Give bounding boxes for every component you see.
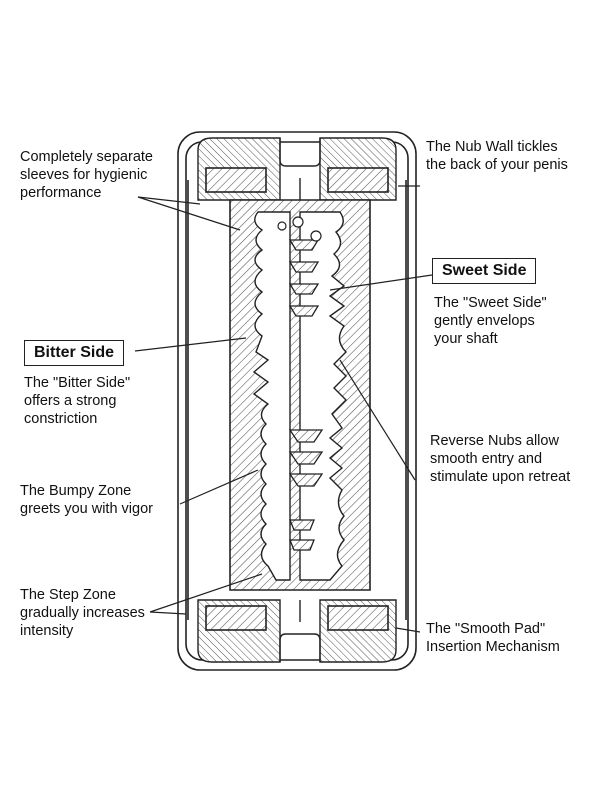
smooth-pad-line-2: Insertion Mechanism [426, 639, 560, 655]
reverse-nubs-label: Reverse Nubs allow smooth entry and stim… [430, 432, 570, 486]
separate-sleeves-label: Completely separate sleeves for hygienic… [20, 148, 153, 202]
sweet-side-description: The "Sweet Side" gently envelops your sh… [434, 294, 547, 348]
smooth-pad-label: The "Smooth Pad" Insertion Mechanism [426, 620, 560, 656]
separate-sleeves-line-3: performance [20, 185, 102, 201]
outer-casing [177, 131, 417, 671]
reverse-nubs-line-2: smooth entry and [430, 451, 543, 467]
separate-sleeves-line-1: Completely separate [20, 149, 153, 165]
reverse-nubs-line-3: stimulate upon retreat [430, 469, 571, 485]
bumpy-zone-label: The Bumpy Zone greets you with vigor [20, 482, 153, 518]
step-zone-line-3: intensity [20, 623, 74, 639]
bitter-side-line-1: The "Bitter Side" [24, 375, 131, 391]
bitter-side-line-2: offers a strong [24, 393, 117, 409]
separate-sleeves-line-2: sleeves for hygienic [20, 167, 148, 183]
step-zone-line-2: gradually increases [20, 605, 145, 621]
nub-wall-label: The Nub Wall tickles the back of your pe… [426, 138, 568, 174]
nub-wall-line-2: the back of your penis [426, 157, 568, 173]
sweet-side-line-2: gently envelops [434, 313, 535, 329]
bottom-cap [197, 599, 397, 663]
bitter-side-channel [252, 211, 291, 581]
nub-wall-line-1: The Nub Wall tickles [426, 139, 558, 155]
sweet-side-line-3: your shaft [434, 331, 498, 347]
bumpy-zone-line-2: greets you with vigor [20, 501, 153, 517]
reverse-nubs-line-1: Reverse Nubs allow [430, 433, 559, 449]
inner-sleeve [229, 199, 371, 591]
bitter-side-description: The "Bitter Side" offers a strong constr… [24, 374, 130, 428]
sweet-side-line-1: The "Sweet Side" [434, 295, 547, 311]
step-zone-line-1: The Step Zone [20, 587, 116, 603]
bumpy-zone-line-1: The Bumpy Zone [20, 483, 132, 499]
sweet-side-channel [299, 211, 347, 581]
leader-lines [134, 185, 433, 633]
smooth-pad-line-1: The "Smooth Pad" [426, 621, 546, 637]
sweet-side-title: Sweet Side [432, 258, 537, 284]
bitter-side-line-3: constriction [24, 411, 98, 427]
top-cap [197, 137, 397, 201]
step-zone-label: The Step Zone gradually increases intens… [20, 586, 145, 640]
bitter-side-title: Bitter Side [24, 340, 125, 366]
